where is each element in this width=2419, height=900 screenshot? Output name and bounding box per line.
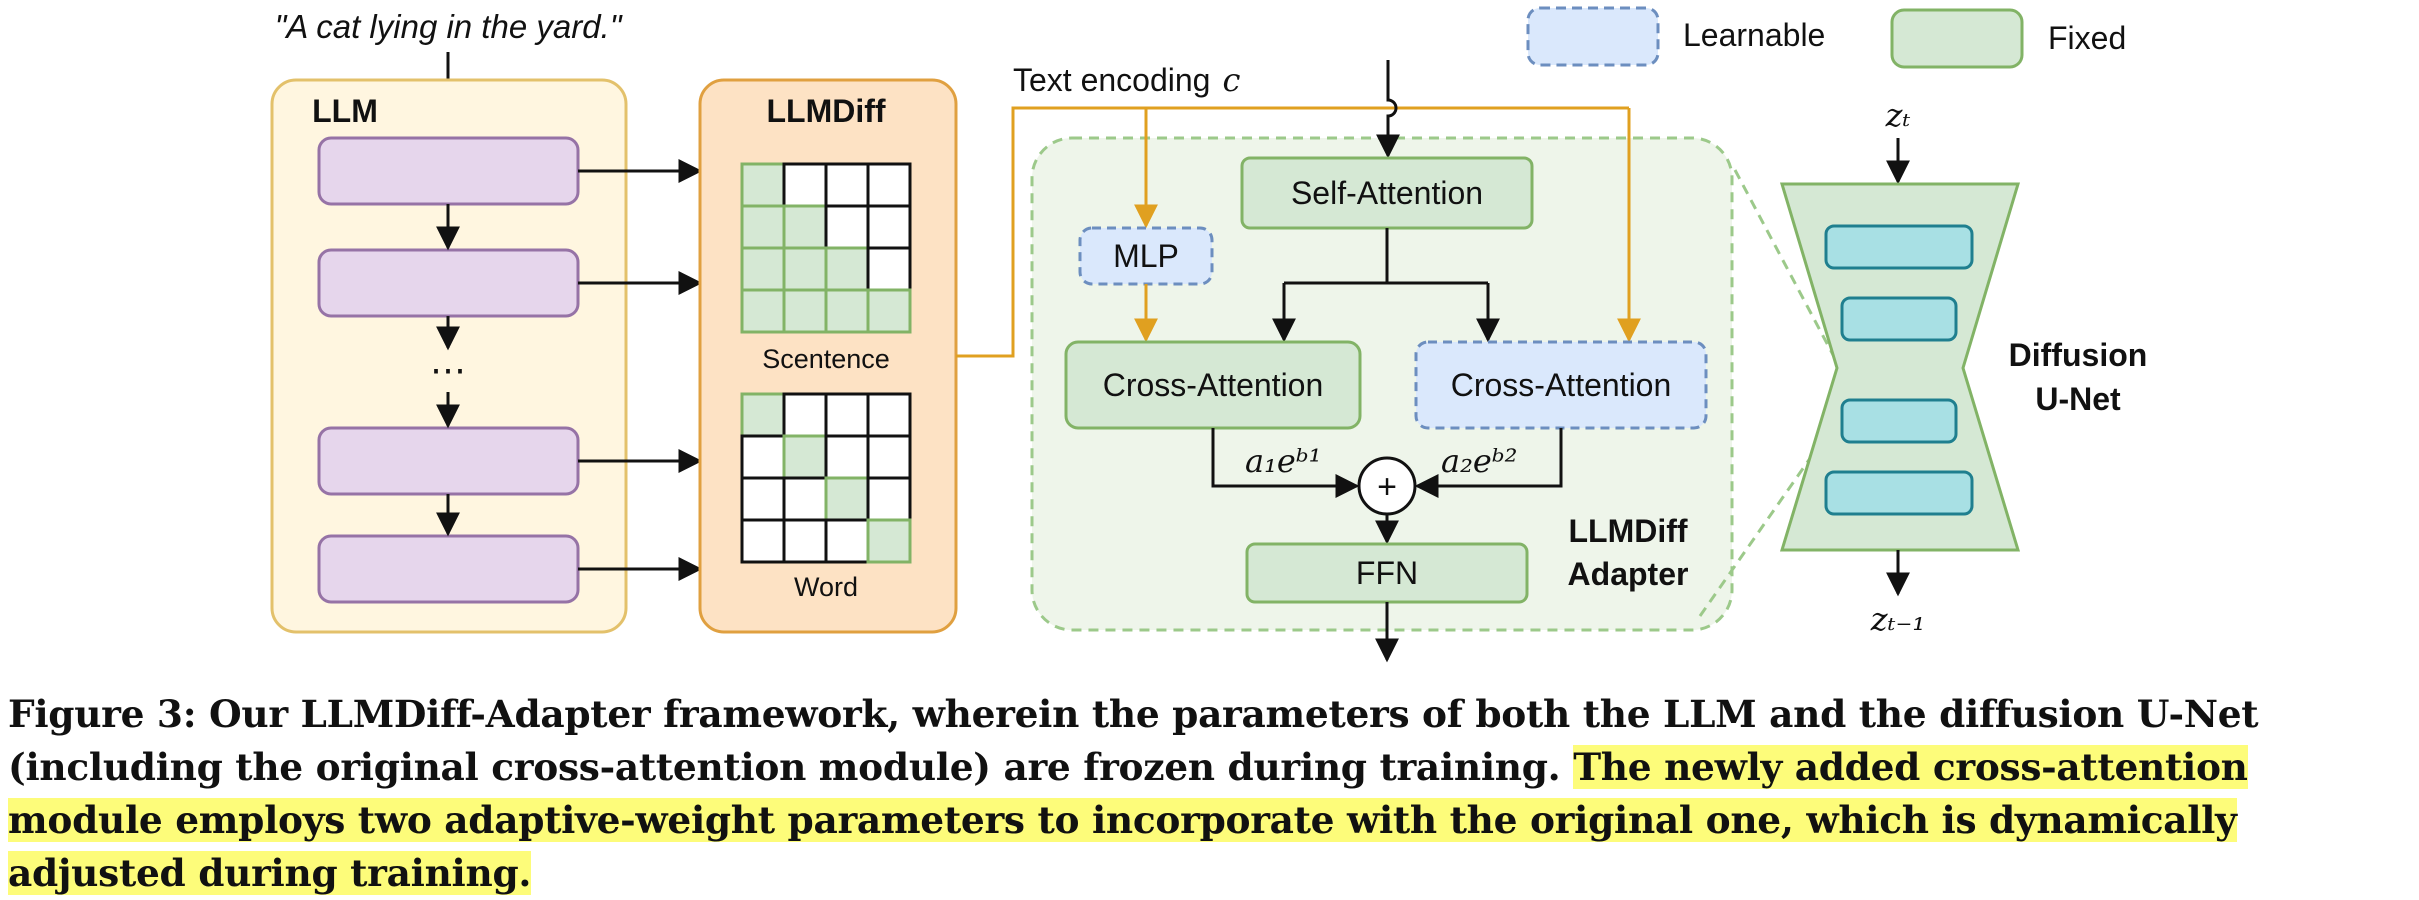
sentence-mask-cell (782, 204, 828, 250)
word-mask-cell (866, 518, 912, 564)
legend-learnable-label: Learnable (1683, 17, 1825, 53)
llm-ellipsis: ⋯ (430, 349, 466, 390)
sentence-mask-cell (824, 246, 870, 292)
z-t-minus-1-label: zₜ₋₁ (1870, 600, 1925, 638)
unet-title-line1: Diffusion (2009, 337, 2148, 373)
sentence-mask-cell (740, 246, 786, 292)
word-mask-cell (824, 518, 870, 564)
llm-title: LLM (312, 93, 378, 129)
input-to-self-attention-arrow (1376, 60, 1400, 159)
word-mask-cell (824, 434, 870, 480)
word-attention-matrix (740, 392, 912, 564)
sentence-label: Scentence (762, 344, 890, 374)
z-t-label: zₜ (1885, 96, 1911, 134)
sentence-mask-cell (782, 246, 828, 292)
sentence-mask-cell (740, 288, 786, 334)
llm-layer-1 (317, 136, 580, 206)
ffn-label: FFN (1356, 555, 1418, 591)
llm-layer-4 (317, 534, 580, 604)
sentence-mask-cell (866, 288, 912, 334)
word-mask-cell (782, 392, 828, 438)
new-cross-attention-label: Cross-Attention (1451, 367, 1672, 403)
word-label: Word (794, 572, 858, 602)
word-mask-cell (740, 392, 786, 438)
weight-a1-label: a₁eᵇ¹ (1245, 442, 1321, 480)
sentence-mask-cell (866, 246, 912, 292)
new-to-plus-arrow (1414, 428, 1563, 498)
zoom-connector-top (1733, 169, 1842, 369)
framework-diagram: "A cat lying in the yard." LLM ⋯ LLMDiff… (270, 6, 2148, 663)
plus-symbol: + (1377, 468, 1397, 506)
self-attention-split-line (1284, 228, 1488, 285)
unet-shape (1779, 182, 2021, 552)
text-encoding-label: Text encoding c (1013, 61, 1240, 99)
caption-text: Figure 3: Our LLMDiff-Adapter framework,… (8, 692, 2259, 789)
unet-block-2 (1840, 296, 1958, 342)
unet-block-1 (1824, 224, 1974, 270)
adapter-title-line2: Adapter (1568, 556, 1689, 592)
word-mask-cell (740, 476, 786, 522)
unet-title-line2: U-Net (2035, 381, 2121, 417)
weight-a2-label: a₂eᵇ² (1441, 442, 1517, 480)
sentence-mask-cell (824, 288, 870, 334)
zoom-connector-bottom (1698, 403, 1850, 617)
figure-caption: Figure 3: Our LLMDiff-Adapter framework,… (8, 688, 2408, 900)
text-encoding-var: c (1222, 61, 1240, 99)
sentence-mask-cell (740, 162, 786, 208)
sentence-mask-cell (824, 204, 870, 250)
llm-layer-3 (317, 426, 580, 496)
word-mask-cell (866, 392, 912, 438)
text-encoding-line (956, 106, 1629, 358)
sentence-mask-cell (782, 162, 828, 208)
adapter-title-line1: LLMDiff (1568, 513, 1687, 549)
llm-layer-2 (317, 248, 580, 318)
original-cross-attention-label: Cross-Attention (1103, 367, 1324, 403)
sentence-attention-matrix (740, 162, 912, 334)
self-attention-label: Self-Attention (1291, 175, 1483, 211)
legend-fixed-label: Fixed (2048, 20, 2126, 56)
llmdiff-title: LLMDiff (766, 93, 885, 129)
orig-to-plus-arrow (1211, 428, 1360, 498)
sentence-mask-cell (782, 288, 828, 334)
sentence-mask-cell (866, 204, 912, 250)
mlp-label: MLP (1113, 238, 1179, 274)
sentence-mask-cell (866, 162, 912, 208)
sentence-mask-cell (740, 204, 786, 250)
prompt-text: "A cat lying in the yard." (275, 8, 623, 45)
word-mask-cell (782, 434, 828, 480)
word-mask-cell (782, 476, 828, 522)
word-mask-cell (740, 518, 786, 564)
word-mask-cell (824, 392, 870, 438)
word-mask-cell (824, 476, 870, 522)
word-mask-cell (740, 434, 786, 480)
sentence-mask-cell (824, 162, 870, 208)
legend-learnable-swatch (1526, 6, 1660, 67)
unet-block-4 (1824, 470, 1974, 516)
word-mask-cell (866, 476, 912, 522)
word-mask-cell (866, 434, 912, 480)
legend-fixed-swatch (1890, 8, 2024, 69)
text-encoding-text: Text encoding (1013, 62, 1210, 98)
unet-block-3 (1840, 398, 1958, 444)
word-mask-cell (782, 518, 828, 564)
